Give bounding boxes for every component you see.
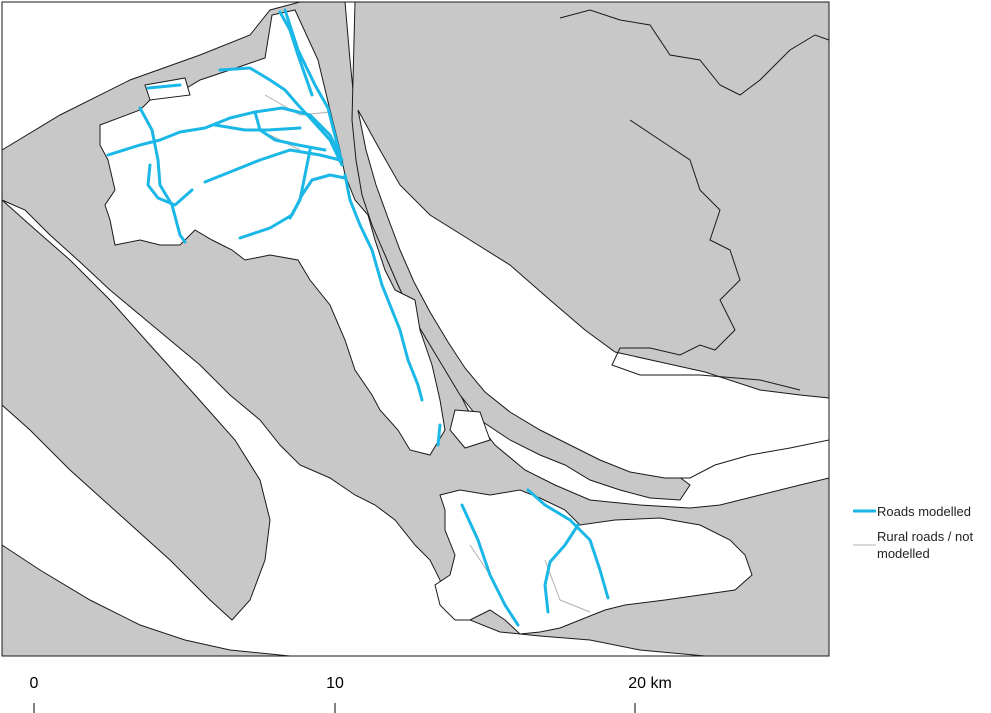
scale-tick-label-0: 0 — [30, 675, 39, 692]
legend-label-rural-roads-line2: modelled — [877, 546, 930, 561]
legend-label-roads-modelled: Roads modelled — [877, 504, 971, 519]
scale-bar: 0 10 20 km — [30, 675, 672, 713]
legend-label-rural-roads-line1: Rural roads / not — [877, 529, 973, 544]
legend: Roads modelled Rural roads / not modelle… — [853, 504, 973, 561]
scale-tick-label-10: 10 — [326, 675, 344, 692]
urban-fragment-2 — [449, 409, 491, 449]
scale-tick-label-20-km: 20 km — [628, 675, 672, 692]
island-east-outline — [559, 9, 830, 391]
river-estuary — [357, 109, 830, 479]
map-frame-border — [1, 1, 830, 657]
urban-area-north — [99, 9, 446, 456]
urban-area-south — [434, 489, 753, 635]
land-west-strip — [1, 198, 271, 621]
urban-fragment-1 — [144, 77, 191, 101]
modelled-road-network — [106, 8, 610, 627]
